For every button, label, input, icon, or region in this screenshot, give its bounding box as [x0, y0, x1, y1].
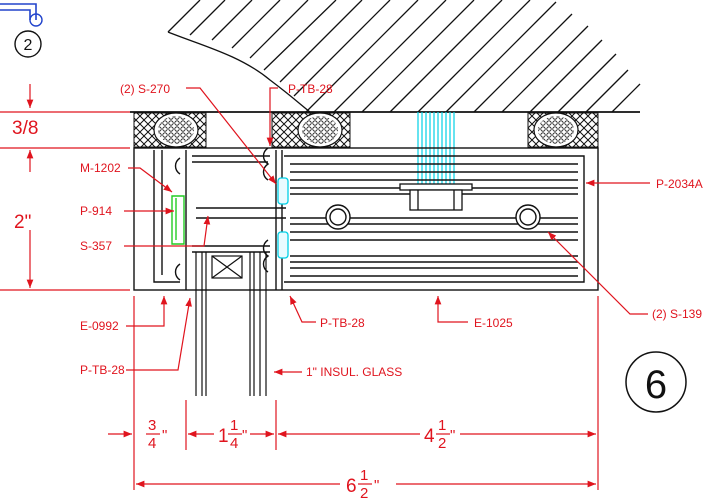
- dimension-3-8: 3/8: [12, 118, 38, 139]
- label-s270: (2) S-270: [120, 82, 170, 96]
- label-glass: 1" INSUL. GLASS: [306, 365, 402, 379]
- svg-text:1: 1: [360, 467, 368, 484]
- svg-text:1: 1: [218, 426, 229, 447]
- dimension-3-4: 3 4 ": [146, 417, 167, 452]
- detail-ref-marker: 2: [0, 3, 43, 58]
- detail-ref-number: 2: [24, 37, 33, 54]
- dimension-4-1-2: 4 1 2 ": [424, 417, 455, 452]
- label-s139: (2) S-139: [652, 307, 702, 321]
- label-p2034a: P-2034A: [656, 177, 703, 191]
- dimension-6-1-2: 6 1 2 ": [346, 467, 379, 499]
- svg-text:2: 2: [360, 485, 368, 499]
- label-p914: P-914: [80, 204, 112, 218]
- dimension-lines: [0, 84, 599, 490]
- svg-text:1: 1: [230, 417, 238, 434]
- svg-text:": ": [450, 427, 455, 444]
- label-ptb-bottom-left: P-TB-28: [80, 363, 125, 377]
- svg-text:": ": [374, 477, 379, 494]
- screw-heads: [325, 204, 541, 230]
- svg-text:3: 3: [148, 417, 156, 434]
- clip-p914: [171, 195, 185, 245]
- svg-text:2: 2: [438, 435, 446, 452]
- label-s357: S-357: [80, 239, 112, 253]
- svg-text:4: 4: [148, 435, 156, 452]
- label-ptb-bottom-mid: P-TB-28: [320, 316, 365, 330]
- label-e1025: E-1025: [474, 316, 513, 330]
- label-m1202: M-1202: [80, 161, 121, 175]
- label-ptb-top: P-TB-28: [288, 82, 333, 96]
- svg-text:6: 6: [645, 363, 667, 407]
- dimension-1-1-4: 1 1 4 ": [218, 417, 247, 452]
- thermal-break-pieces: [277, 177, 289, 259]
- svg-text:4: 4: [230, 435, 238, 452]
- substrate-hatch: [167, 0, 641, 113]
- svg-text:": ": [162, 427, 167, 444]
- setting-block: [211, 255, 243, 279]
- label-e0992: E-0992: [80, 319, 119, 333]
- insulated-glass: [195, 252, 267, 396]
- anchor-bolt: [417, 112, 455, 186]
- leader-lines: [124, 87, 650, 376]
- svg-text:1: 1: [438, 417, 446, 434]
- dimension-2-inch: 2": [14, 212, 31, 233]
- anchor-nut: [399, 183, 473, 211]
- svg-text:4: 4: [424, 426, 435, 447]
- sealant-joints: [133, 112, 599, 148]
- svg-text:6: 6: [346, 476, 357, 497]
- detail-number-bubble: 6: [625, 351, 687, 413]
- svg-text:": ": [242, 427, 247, 444]
